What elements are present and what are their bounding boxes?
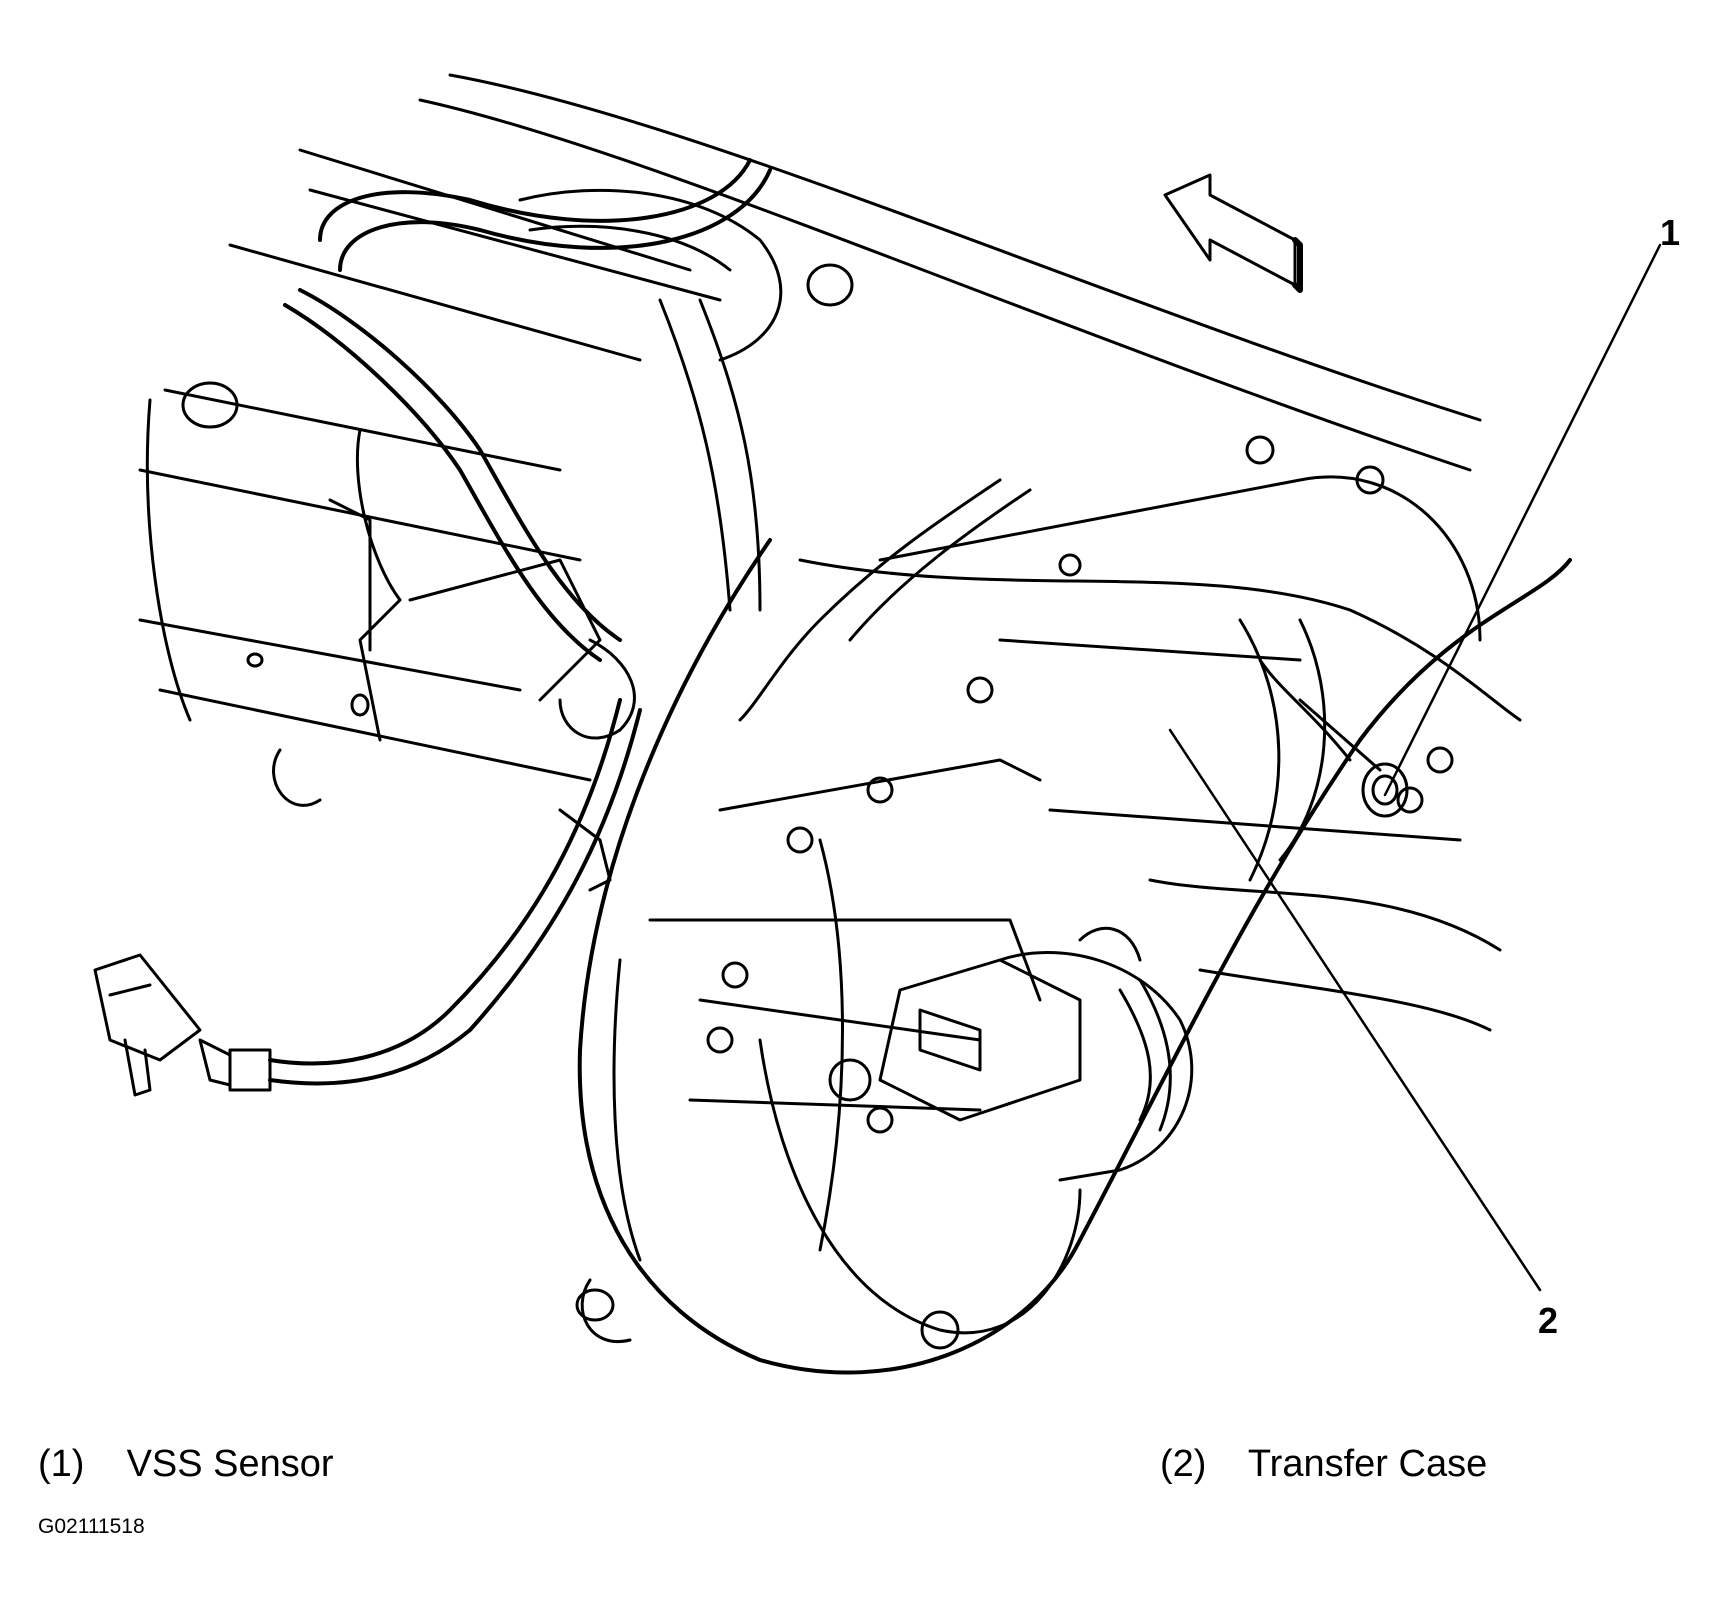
vss-sensor [1258,658,1409,818]
legend-item-transfer-case: (2) Transfer Case [1160,1443,1487,1486]
legend-label: VSS Sensor [126,1443,334,1485]
callout-2-number: 2 [1538,1300,1559,1341]
vss-harness [93,698,642,1097]
callout-1-leader [1383,243,1662,797]
callout-2-leader [1168,728,1542,1292]
legend-label: Transfer Case [1247,1443,1488,1485]
callout-1-number: 1 [1660,212,1681,253]
legend-number: (2) [1160,1443,1207,1485]
transmission-body [138,73,1482,807]
shift-motor [828,926,1194,1182]
legend-item-vss-sensor: (1) VSS Sensor [38,1443,334,1486]
transfer-case-illustration [93,73,1662,1375]
figure-id: G02111518 [38,1515,145,1538]
front-direction-arrow-icon [1163,173,1303,293]
hoses-and-lines [283,158,1032,722]
legend-number: (1) [38,1443,85,1485]
